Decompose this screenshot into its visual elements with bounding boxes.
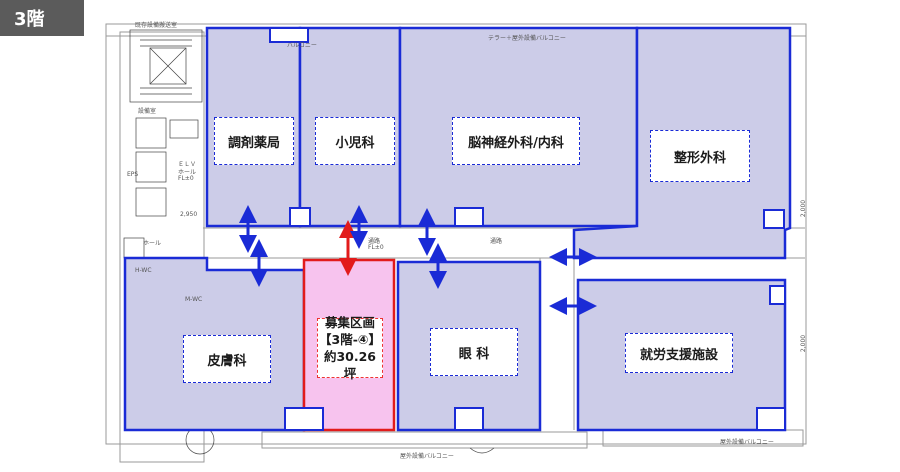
label-neurosurgery: 脳神経外科/内科 — [452, 117, 580, 165]
plan-text-dim2: 2,000 — [800, 199, 808, 218]
plan-text-balcony-top: テラー＋屋外設備バルコニー — [488, 35, 566, 42]
plan-text-corridor1: 通路 — [368, 238, 381, 245]
plan-text-hall: ホール — [143, 240, 162, 247]
label-recruit: 募集区画 【3階-④】 約30.26坪 — [317, 315, 383, 381]
plan-text-corridor1-fl: FL±0 — [368, 244, 384, 251]
plan-text-elv-fl: FL±0 — [178, 175, 194, 182]
plan-text-dim3: 2,000 — [800, 334, 808, 353]
recruit-code: 【3階-④】 — [319, 332, 381, 347]
plan-text-balcony-small: バルコニー — [287, 42, 317, 49]
recruit-title: 募集区画 — [324, 315, 375, 330]
plan-text-top: 既存設備搬送室 — [135, 22, 178, 29]
label-employment: 就労支援施設 — [625, 333, 733, 373]
plan-text-balcony-bottom: 屋外設備バルコニー — [400, 453, 454, 460]
plan-text-equip: 設備室 — [138, 108, 157, 115]
plan-text-eps: EPS — [127, 171, 139, 178]
plan-text-corridor2: 通路 — [490, 238, 503, 245]
plan-text-elv: ＥＬＶ — [178, 161, 197, 168]
plan-text-elv-hall: ホール — [178, 169, 197, 176]
label-orthopedics: 整形外科 — [650, 130, 750, 182]
label-dermatology: 皮膚科 — [183, 335, 271, 383]
plan-text-hwc: H-WC — [135, 267, 152, 274]
room-notches — [269, 27, 786, 431]
access-arrows — [239, 205, 597, 315]
label-ophthalmology: 眼 科 — [430, 328, 518, 376]
plan-text-dim1: 2,950 — [180, 211, 198, 218]
floor-plan — [105, 23, 807, 463]
recruit-area: 約30.26坪 — [323, 349, 377, 381]
plan-text-balcony-bottom2: 屋外設備バルコニー — [720, 439, 774, 446]
label-pediatrics: 小児科 — [315, 117, 395, 165]
floor-label: 3階 — [0, 0, 84, 36]
label-pharmacy: 調剤薬局 — [214, 117, 294, 165]
plan-text-mwc: M-WC — [185, 296, 203, 303]
